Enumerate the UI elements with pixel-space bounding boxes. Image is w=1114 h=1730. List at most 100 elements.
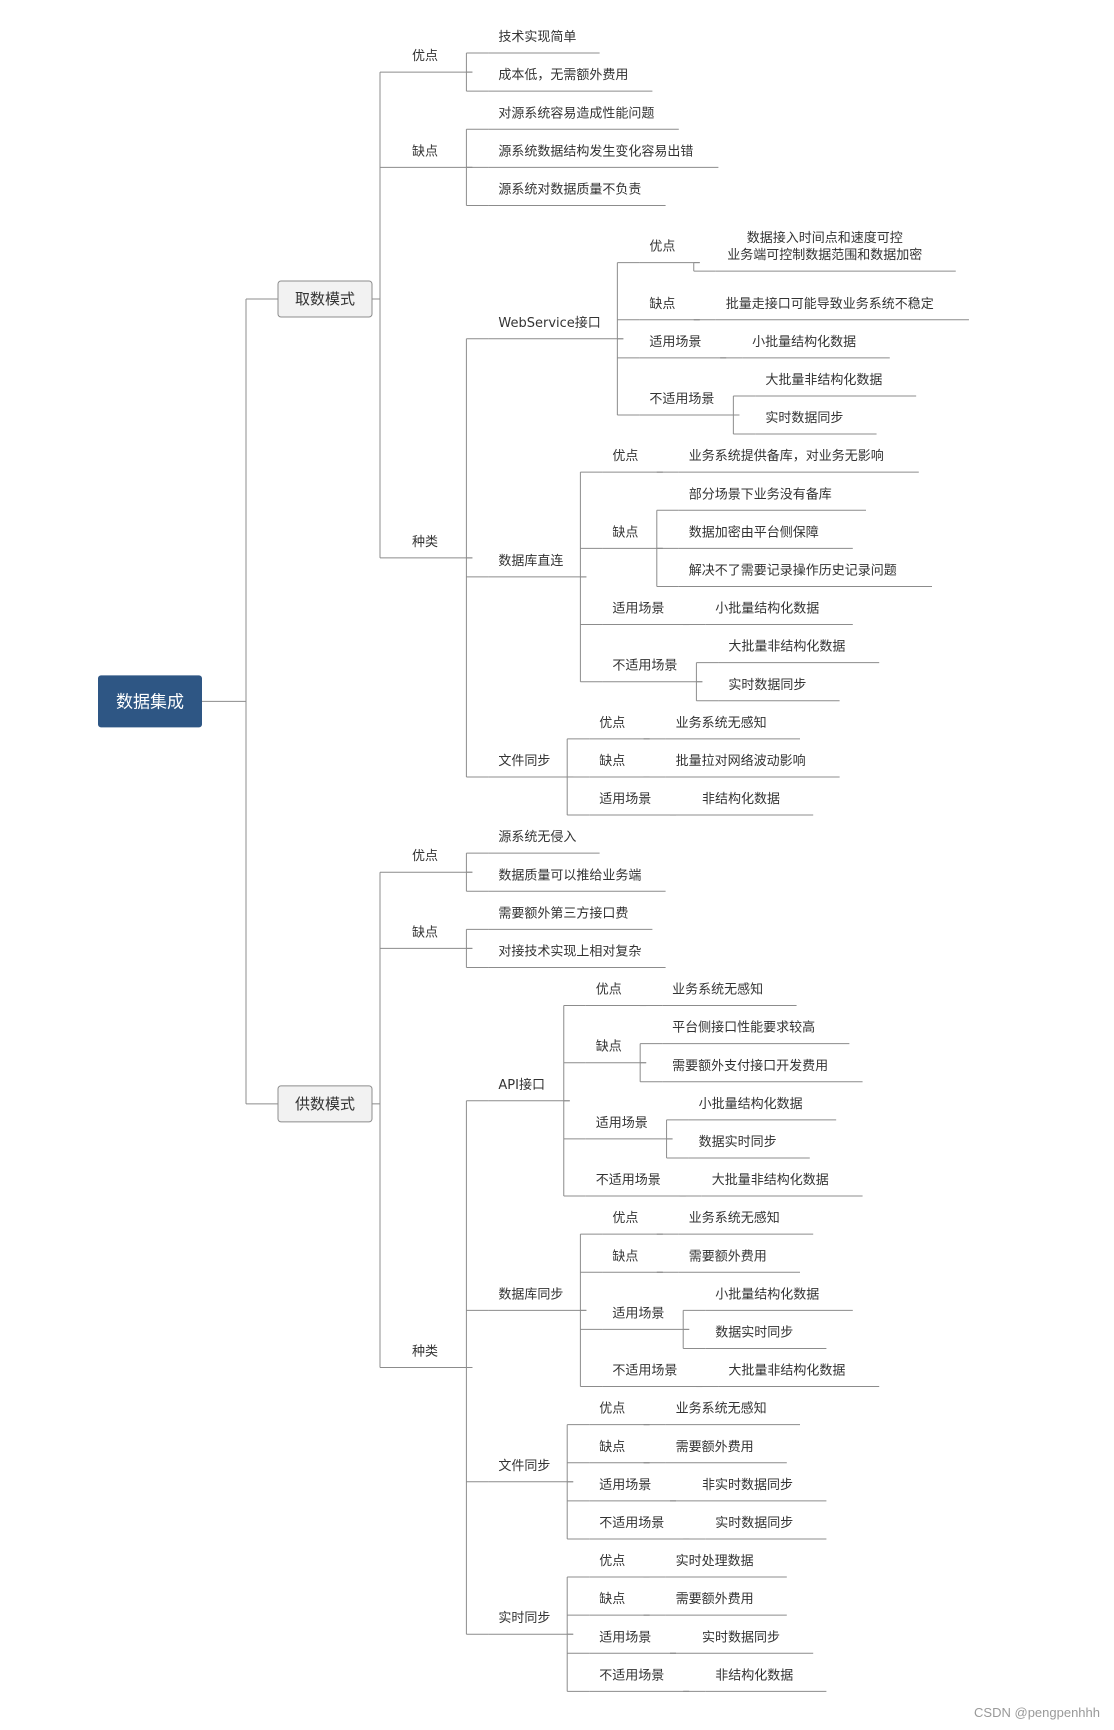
- topic-label: 适用场景: [612, 602, 664, 617]
- topic-供数模式-数据实时同步: 数据实时同步: [688, 1135, 810, 1159]
- topic-label: 优点: [599, 716, 625, 731]
- topic-供数模式-数据质量可以推给业务端: 数据质量可以推给业务端: [488, 867, 666, 892]
- topic-供数模式-源系统无侵入: 源系统无侵入: [488, 829, 600, 854]
- topic-label: 业务系统无感知: [676, 715, 767, 731]
- topic-取数模式-大批量非结构化数据: 大批量非结构化数据: [755, 373, 917, 397]
- topic-label: 不适用场景: [596, 1173, 661, 1188]
- topic-label: 种类: [412, 535, 438, 550]
- topic-供数模式-不适用场景: 不适用场景: [585, 1173, 702, 1197]
- topic-取数模式-优点: 优点: [402, 49, 489, 92]
- topic-取数模式-实时数据同步: 实时数据同步: [718, 678, 840, 702]
- topic-取数模式-缺点: 缺点: [402, 128, 489, 206]
- topic-label: 数据实时同步: [699, 1135, 777, 1150]
- main-topic-label: 取数模式: [295, 290, 355, 308]
- topic-供数模式-优点: 优点: [589, 1554, 666, 1578]
- topic-供数模式-小批量结构化数据: 小批量结构化数据: [688, 1097, 837, 1121]
- topic-label: 业务系统提供备库，对业务无影响: [689, 448, 884, 464]
- topic-label: 优点: [612, 1211, 638, 1226]
- topic-label: 实时数据同步: [728, 678, 806, 693]
- topic-label: 需要额外支付接口开发费用: [672, 1058, 828, 1074]
- topic-label: 数据库同步: [498, 1286, 563, 1302]
- topic-供数模式-缺点: 缺点: [602, 1249, 679, 1273]
- topic-供数模式-业务系统无感知: 业务系统无感知: [662, 982, 797, 1007]
- topic-label: 需要额外费用: [689, 1249, 767, 1264]
- main-topic-供数模式: 供数模式: [277, 871, 402, 1368]
- topic-供数模式-需要额外费用: 需要额外费用: [665, 1440, 787, 1464]
- topic-label: 非结构化数据: [715, 1668, 793, 1683]
- topic-取数模式-对源系统容易造成性能问题: 对源系统容易造成性能问题: [488, 105, 679, 130]
- topic-label: 小批量结构化数据: [699, 1097, 803, 1112]
- topic-label: 源系统对数据质量不负责: [498, 182, 641, 197]
- topic-label: 大批量非结构化数据: [728, 640, 845, 655]
- topic-供数模式-实时数据同步: 实时数据同步: [705, 1516, 827, 1540]
- topic-label: 数据实时同步: [715, 1325, 793, 1340]
- topic-供数模式-种类: 种类: [402, 1100, 489, 1635]
- topic-label: 不适用场景: [599, 1516, 664, 1531]
- topic-label: 大批量非结构化数据: [765, 373, 882, 388]
- topic-label: 实时处理数据: [676, 1554, 754, 1569]
- root-label: 数据集成: [116, 692, 184, 712]
- topic-取数模式-数据接入时间点和速度可控: 数据接入时间点和速度可控业务端可控制数据范围和数据加密: [715, 230, 956, 272]
- topic-供数模式-平台侧接口性能要求较高: 平台侧接口性能要求较高: [662, 1020, 850, 1045]
- topic-供数模式-需要额外费用: 需要额外费用: [665, 1592, 787, 1616]
- topic-取数模式-缺点: 缺点: [589, 754, 666, 778]
- topic-取数模式-技术实现简单: 技术实现简单: [488, 29, 600, 54]
- topic-label: 优点: [599, 1554, 625, 1569]
- topic-供数模式-需要额外支付接口开发费用: 需要额外支付接口开发费用: [662, 1058, 863, 1083]
- topic-label: 文件同步: [498, 1459, 550, 1474]
- topic-取数模式-批量走接口可能导致业务系统不稳定: 批量走接口可能导致业务系统不稳定: [715, 296, 969, 321]
- topic-取数模式-实时数据同步: 实时数据同步: [755, 411, 877, 435]
- topic-供数模式-需要额外费用: 需要额外费用: [678, 1249, 800, 1273]
- topic-label: 业务系统无感知: [676, 1401, 767, 1417]
- topic-label: 数据接入时间点和速度可控业务端可控制数据范围和数据加密: [727, 230, 922, 263]
- topic-取数模式-成本低，无需额外费用: 成本低，无需额外费用: [488, 68, 653, 92]
- topic-供数模式-非实时数据同步: 非实时数据同步: [692, 1478, 827, 1502]
- topic-label: 缺点: [596, 1040, 622, 1055]
- topic-供数模式-大批量非结构化数据: 大批量非结构化数据: [718, 1364, 880, 1388]
- topic-供数模式-大批量非结构化数据: 大批量非结构化数据: [701, 1173, 863, 1197]
- topic-供数模式-数据库同步: 数据库同步: [488, 1233, 603, 1388]
- topic-label: 技术实现简单: [498, 29, 576, 45]
- topic-label: 实时数据同步: [702, 1630, 780, 1645]
- topic-label: 适用场景: [649, 335, 701, 350]
- root-box: [98, 675, 202, 728]
- topic-供数模式-优点: 优点: [402, 849, 489, 892]
- topic-取数模式-小批量结构化数据: 小批量结构化数据: [742, 335, 890, 359]
- topic-label: 实时数据同步: [765, 411, 843, 426]
- topic-供数模式-适用场景: 适用场景: [589, 1478, 692, 1502]
- topic-供数模式-实时同步: 实时同步: [488, 1576, 590, 1692]
- topic-label: 适用场景: [599, 792, 651, 807]
- topic-label: 数据库直连: [498, 553, 563, 569]
- topic-label: 缺点: [599, 1592, 625, 1607]
- topic-label: 缺点: [649, 297, 675, 312]
- topic-供数模式-不适用场景: 不适用场景: [589, 1516, 706, 1540]
- topic-label: 优点: [612, 449, 638, 464]
- topic-供数模式-需要额外第三方接口费: 需要额外第三方接口费: [488, 905, 653, 930]
- topic-取数模式-业务系统提供备库，对业务无影响: 业务系统提供备库，对业务无影响: [678, 448, 919, 473]
- topic-label: API接口: [498, 1077, 545, 1093]
- topic-label: 非实时数据同步: [702, 1478, 793, 1493]
- topic-取数模式-解决不了需要记录操作历史记录问题: 解决不了需要记录操作历史记录问题: [678, 562, 932, 587]
- topic-label: 批量走接口可能导致业务系统不稳定: [726, 296, 934, 312]
- topic-label: 源系统数据结构发生变化容易出错: [498, 143, 693, 159]
- topic-取数模式-缺点: 缺点: [602, 509, 679, 587]
- topic-label: 不适用场景: [612, 1364, 677, 1379]
- topic-取数模式-数据库直连: 数据库直连: [488, 471, 603, 683]
- topic-供数模式-缺点: 缺点: [402, 925, 489, 968]
- topic-label: 不适用场景: [612, 659, 677, 674]
- topic-供数模式-对接技术实现上相对复杂: 对接技术实现上相对复杂: [488, 943, 666, 968]
- topic-供数模式-优点: 优点: [602, 1211, 679, 1235]
- topic-label: 大批量非结构化数据: [728, 1364, 845, 1379]
- topic-label: 适用场景: [599, 1478, 651, 1493]
- topic-供数模式-适用场景: 适用场景: [602, 1306, 706, 1349]
- topic-label: 非结构化数据: [702, 792, 780, 807]
- topic-取数模式-适用场景: 适用场景: [602, 602, 706, 626]
- topic-label: 小批量结构化数据: [715, 1287, 819, 1302]
- topic-取数模式-非结构化数据: 非结构化数据: [692, 792, 814, 816]
- topic-取数模式-不适用场景: 不适用场景: [639, 392, 756, 435]
- topic-label: 实时数据同步: [715, 1516, 793, 1531]
- topic-label: 批量拉对网络波动影响: [676, 753, 806, 769]
- topic-取数模式-优点: 优点: [639, 240, 716, 272]
- mindmap-root-node: 数据集成: [98, 298, 278, 1105]
- topic-供数模式-业务系统无感知: 业务系统无感知: [665, 1401, 800, 1426]
